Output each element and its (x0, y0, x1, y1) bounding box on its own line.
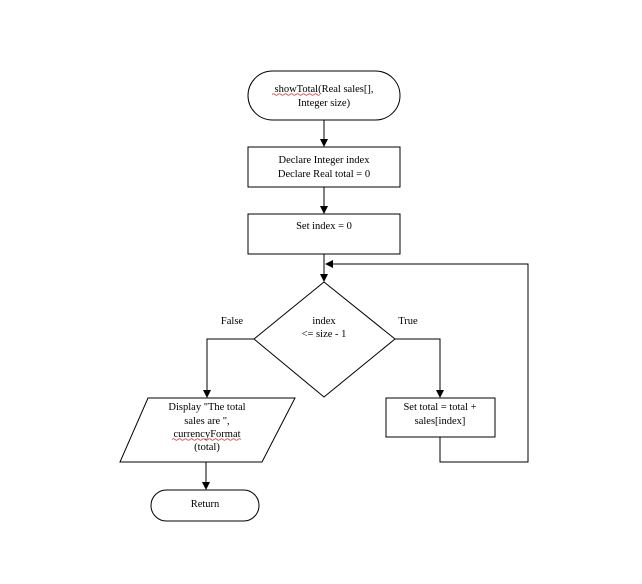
declare-process: Declare Integer index Declare Real total… (247, 146, 401, 188)
display-output-line4: (total) (194, 442, 220, 453)
start-terminator-line2: Integer size) (298, 98, 351, 109)
display-output-line1: Display "The total (168, 402, 245, 413)
loop-body-line2: sales[index] (415, 416, 466, 427)
decision-false-label: False (221, 316, 244, 327)
arrow-decision-false-branch (203, 338, 254, 398)
start-terminator-shape (247, 70, 401, 121)
decision-true-label: True (398, 316, 418, 327)
decision-condition-line1: index (312, 316, 336, 327)
set-index-process-line1: Set index = 0 (296, 221, 352, 232)
loop-body-process: Set total = total + sales[index] (385, 397, 496, 438)
arrow-loop-back (325, 260, 529, 463)
start-terminator: showTotal(Real sales[], Integer size) (247, 70, 401, 121)
spellcheck-underline-showtotal (271, 93, 321, 96)
display-output: Display "The total sales are ", currency… (119, 397, 296, 463)
end-terminator-label: Return (191, 499, 220, 510)
decision-diamond: index <= size - 1 False True (221, 281, 418, 398)
set-index-process-shape (247, 213, 401, 255)
loop-body-line1: Set total = total + (403, 402, 476, 413)
decision-condition-line2: <= size - 1 (302, 329, 347, 340)
display-output-shape (119, 397, 296, 463)
declare-process-line2: Declare Real total = 0 (278, 169, 370, 180)
display-output-line3: currencyFormat (173, 429, 240, 440)
start-terminator-line1: showTotal(Real sales[], (274, 84, 373, 95)
spellcheck-underline-currencyformat (171, 438, 242, 441)
start-function-params: (Real sales[], (318, 84, 373, 95)
arrow-decision-true-branch (395, 338, 444, 398)
declare-process-line1: Declare Integer index (279, 155, 371, 166)
display-output-line2: sales are ", (184, 416, 229, 427)
decision-diamond-shape (253, 281, 396, 398)
declare-process-shape (247, 146, 401, 188)
end-terminator: Return (150, 489, 260, 522)
connectors (202, 120, 529, 490)
loop-body-process-shape (385, 397, 496, 438)
start-function-name: showTotal (274, 84, 318, 95)
set-index-process: Set index = 0 (247, 213, 401, 255)
end-terminator-shape (150, 489, 260, 522)
